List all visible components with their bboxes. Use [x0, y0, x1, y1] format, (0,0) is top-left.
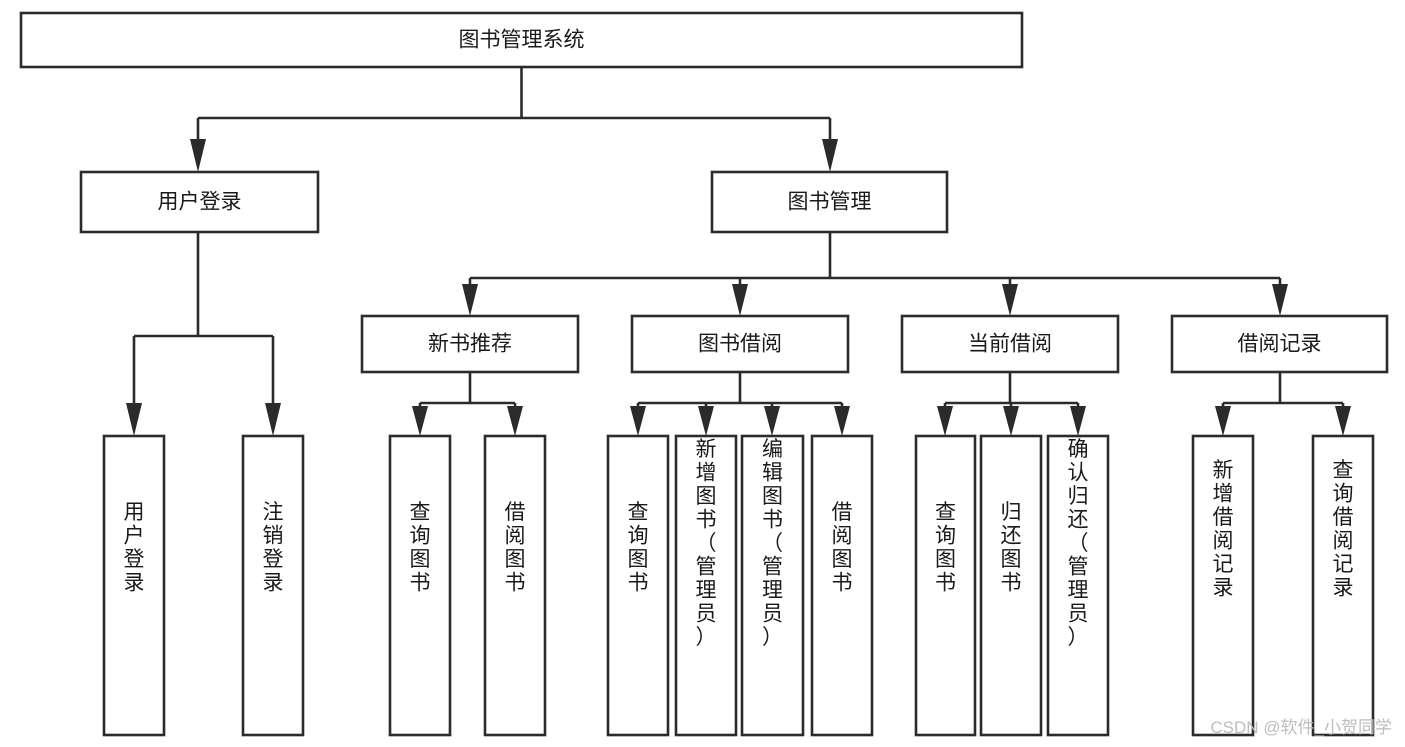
arrow-head-leaf-user-login: [126, 403, 142, 436]
node-root-box[interactable]: [19, 11, 1024, 69]
node-current-borrow[interactable]: 当前借阅: [900, 314, 1120, 374]
node-leaf-query-book-3-box[interactable]: [914, 434, 977, 737]
node-borrow-record-box[interactable]: [1170, 314, 1389, 374]
node-leaf-borrow-book-2-box[interactable]: [810, 434, 874, 737]
connector-group-user-login: [126, 232, 281, 436]
connector-group-borrow-record: [1215, 372, 1351, 436]
node-leaf-user-login-box[interactable]: [102, 434, 166, 737]
node-new-book-recommend-label: 新书推荐: [428, 333, 512, 356]
node-leaf-query-book-2[interactable]: 查询图书: [606, 434, 670, 737]
node-book-borrow-box[interactable]: [630, 314, 850, 374]
node-leaf-borrow-book-1[interactable]: 借阅图书: [483, 434, 547, 737]
arrow-head-book-borrow: [732, 284, 748, 316]
node-leaf-borrow-book-1-label: 借阅图书: [505, 501, 526, 595]
node-leaf-query-record-box[interactable]: [1311, 434, 1375, 737]
arrow-head-current-borrow: [1002, 284, 1018, 316]
connector-group-book-manage: [462, 232, 1288, 316]
node-leaf-add-record[interactable]: 新增借阅记录: [1191, 434, 1255, 737]
node-book-borrow[interactable]: 图书借阅: [630, 314, 850, 374]
node-new-book-recommend-box[interactable]: [360, 314, 580, 374]
arrow-head-book-manage: [822, 139, 838, 172]
node-leaf-confirm-return[interactable]: 确认归还（管理员）: [1046, 434, 1110, 737]
node-leaf-add-book[interactable]: 新增图书（管理员）: [674, 434, 738, 737]
node-new-book-recommend[interactable]: 新书推荐: [360, 314, 580, 374]
node-leaf-user-login[interactable]: 用户登录: [102, 434, 166, 737]
connector-group-current-borrow: [937, 372, 1086, 436]
node-leaf-query-book-3-label: 查询图书: [935, 501, 956, 595]
node-book-manage[interactable]: 图书管理: [710, 170, 949, 234]
node-leaf-edit-book[interactable]: 编辑图书（管理员）: [740, 434, 805, 737]
arrow-head-leaf-add-book: [698, 406, 714, 436]
node-leaf-add-book-box[interactable]: [674, 434, 738, 737]
node-current-borrow-label: 当前借阅: [968, 333, 1052, 356]
arrow-head-leaf-add-record: [1215, 406, 1231, 436]
node-book-manage-box[interactable]: [710, 170, 949, 234]
node-leaf-query-book-1-label: 查询图书: [410, 501, 431, 595]
node-leaf-query-book-1[interactable]: 查询图书: [388, 434, 452, 737]
arrow-head-leaf-query-book-1: [412, 406, 428, 436]
arrow-head-leaf-query-book-2: [630, 406, 646, 436]
node-leaf-borrow-book-2-label: 借阅图书: [832, 501, 853, 595]
node-root[interactable]: 图书管理系统: [19, 11, 1024, 69]
arrow-head-leaf-confirm-return: [1070, 406, 1086, 436]
arrow-head-leaf-logout-login: [265, 403, 281, 436]
node-leaf-return-book-label: 归还图书: [1001, 501, 1022, 595]
connector-group-root: [190, 67, 838, 172]
node-leaf-return-book-box[interactable]: [979, 434, 1043, 737]
node-borrow-record-label: 借阅记录: [1238, 333, 1322, 356]
node-leaf-add-book-label: 新增图书（管理员）: [696, 438, 717, 649]
node-leaf-edit-book-label: 编辑图书（管理员）: [762, 438, 783, 649]
node-user-login[interactable]: 用户登录: [79, 170, 320, 234]
arrow-head-new-book-recommend: [462, 284, 478, 316]
node-leaf-query-book-2-box[interactable]: [606, 434, 670, 737]
node-leaf-borrow-book-2[interactable]: 借阅图书: [810, 434, 874, 737]
node-leaf-logout-login-box[interactable]: [241, 434, 305, 737]
node-borrow-record[interactable]: 借阅记录: [1170, 314, 1389, 374]
node-user-login-label: 用户登录: [158, 191, 242, 214]
node-leaf-user-login-label: 用户登录: [124, 501, 145, 595]
arrow-head-borrow-record: [1272, 284, 1288, 316]
node-book-borrow-label: 图书借阅: [698, 333, 782, 356]
arrow-head-leaf-borrow-book-2: [834, 406, 850, 436]
node-leaf-query-book-1-box[interactable]: [388, 434, 452, 737]
node-leaf-confirm-return-box[interactable]: [1046, 434, 1110, 737]
arrow-head-leaf-query-book-3: [937, 406, 953, 436]
node-leaf-confirm-return-label: 确认归还（管理员）: [1068, 438, 1089, 649]
node-leaf-edit-book-box[interactable]: [740, 434, 805, 737]
node-book-manage-label: 图书管理: [788, 191, 872, 214]
node-leaf-borrow-book-1-box[interactable]: [483, 434, 547, 737]
node-leaf-query-record[interactable]: 查询借阅记录: [1311, 434, 1375, 737]
arrow-head-leaf-borrow-book-1: [507, 406, 523, 436]
node-leaf-logout-login-label: 注销登录: [263, 501, 284, 595]
node-root-label: 图书管理系统: [459, 29, 585, 52]
node-leaf-return-book[interactable]: 归还图书: [979, 434, 1043, 737]
arrow-head-leaf-query-record: [1335, 406, 1351, 436]
node-current-borrow-box[interactable]: [900, 314, 1120, 374]
connector-group-new-book-recommend: [412, 372, 523, 436]
node-leaf-query-record-label: 查询借阅记录: [1333, 459, 1354, 600]
node-leaf-query-book-3[interactable]: 查询图书: [914, 434, 977, 737]
connector-group-book-borrow: [630, 372, 850, 436]
node-leaf-logout-login[interactable]: 注销登录: [241, 434, 305, 737]
node-user-login-box[interactable]: [79, 170, 320, 234]
node-leaf-query-book-2-label: 查询图书: [628, 501, 649, 595]
arrow-head-user-login: [190, 139, 206, 172]
arrow-head-leaf-edit-book: [764, 406, 780, 436]
arrow-head-leaf-return-book: [1003, 406, 1019, 436]
csdn-watermark: CSDN @软件_小贺同学: [1210, 718, 1392, 737]
node-leaf-add-record-box[interactable]: [1191, 434, 1255, 737]
node-leaf-add-record-label: 新增借阅记录: [1213, 459, 1234, 600]
